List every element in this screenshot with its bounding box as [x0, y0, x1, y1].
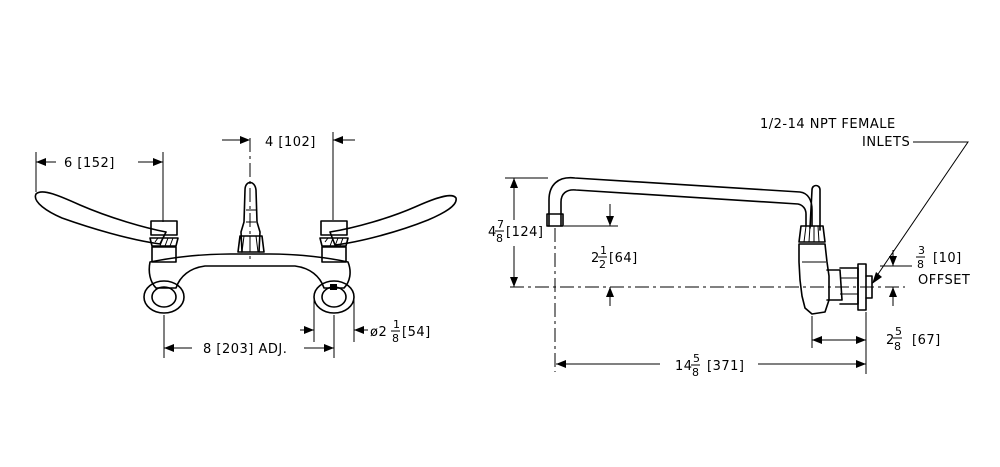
side-valve-body — [798, 243, 830, 315]
left-flange — [143, 280, 185, 314]
svg-text:[64]: [64] — [609, 251, 638, 266]
inlet-note-line2: INLETS — [862, 135, 910, 150]
svg-text:[54]: [54] — [402, 325, 431, 340]
svg-text:7: 7 — [497, 218, 504, 231]
left-valve-stem — [151, 246, 177, 263]
side-valve-cap — [798, 225, 826, 243]
right-index-cap — [319, 237, 349, 247]
svg-text:8: 8 — [917, 258, 924, 271]
svg-text:4: 4 — [488, 225, 497, 240]
aerator — [546, 213, 564, 227]
svg-text:[10]: [10] — [933, 251, 962, 266]
side-view: 4 7 8 [124] 2 1 2 [64] 14 5 8 [ — [488, 117, 970, 379]
side-lever — [809, 184, 821, 231]
svg-text:2: 2 — [599, 258, 606, 271]
svg-text:8: 8 — [692, 366, 699, 379]
svg-text:ø2: ø2 — [370, 325, 387, 340]
svg-text:2: 2 — [886, 333, 895, 348]
spout-to-inlet-dimension: 4 [102] — [265, 135, 316, 150]
overall-reach-dimension: 14 5 8 [371] — [675, 352, 744, 379]
index-mark — [330, 284, 337, 290]
svg-text:8: 8 — [894, 340, 901, 353]
left-lever-hub — [150, 220, 178, 236]
spout-hex-nut — [237, 235, 265, 253]
faucet-body — [148, 253, 351, 289]
svg-text:[371]: [371] — [707, 359, 744, 374]
spout-drop-dimension: 2 1 2 [64] — [591, 244, 638, 271]
offset-dimension: 3 8 [10] OFFSET — [916, 244, 970, 288]
overall-height-dimension: 4 7 8 [124] — [488, 218, 543, 245]
svg-text:2: 2 — [591, 251, 600, 266]
centers-dimension: 8 [203] ADJ. — [203, 342, 287, 357]
inlet-note-line1: 1/2-14 NPT FEMALE — [760, 117, 896, 132]
swing-spout — [548, 176, 813, 227]
side-eccentric — [826, 269, 843, 301]
svg-text:OFFSET: OFFSET — [918, 273, 970, 288]
svg-text:5: 5 — [895, 325, 902, 338]
front-view: 4 [102] 6 [152] 8 [203] ADJ. ø2 1 8 [54] — [34, 132, 457, 358]
left-lever-handle — [34, 191, 167, 245]
flange-diameter-dimension: ø2 1 8 [54] — [370, 318, 431, 345]
handle-span-dimension: 6 [152] — [64, 156, 115, 171]
left-index-cap — [149, 237, 179, 247]
svg-text:8: 8 — [392, 332, 399, 345]
svg-text:5: 5 — [693, 352, 700, 365]
inlet-leader-line — [873, 141, 969, 281]
svg-text:[124]: [124] — [506, 225, 543, 240]
side-flange — [857, 263, 867, 311]
svg-text:1: 1 — [600, 244, 607, 257]
svg-text:8: 8 — [496, 232, 503, 245]
svg-text:1: 1 — [393, 318, 400, 331]
svg-text:14: 14 — [675, 359, 693, 374]
svg-text:[67]: [67] — [912, 333, 941, 348]
body-depth-dimension: 2 5 8 [67] — [886, 325, 941, 353]
right-lever-hub — [320, 220, 348, 236]
right-lever-handle — [329, 194, 457, 246]
svg-text:3: 3 — [918, 244, 925, 257]
